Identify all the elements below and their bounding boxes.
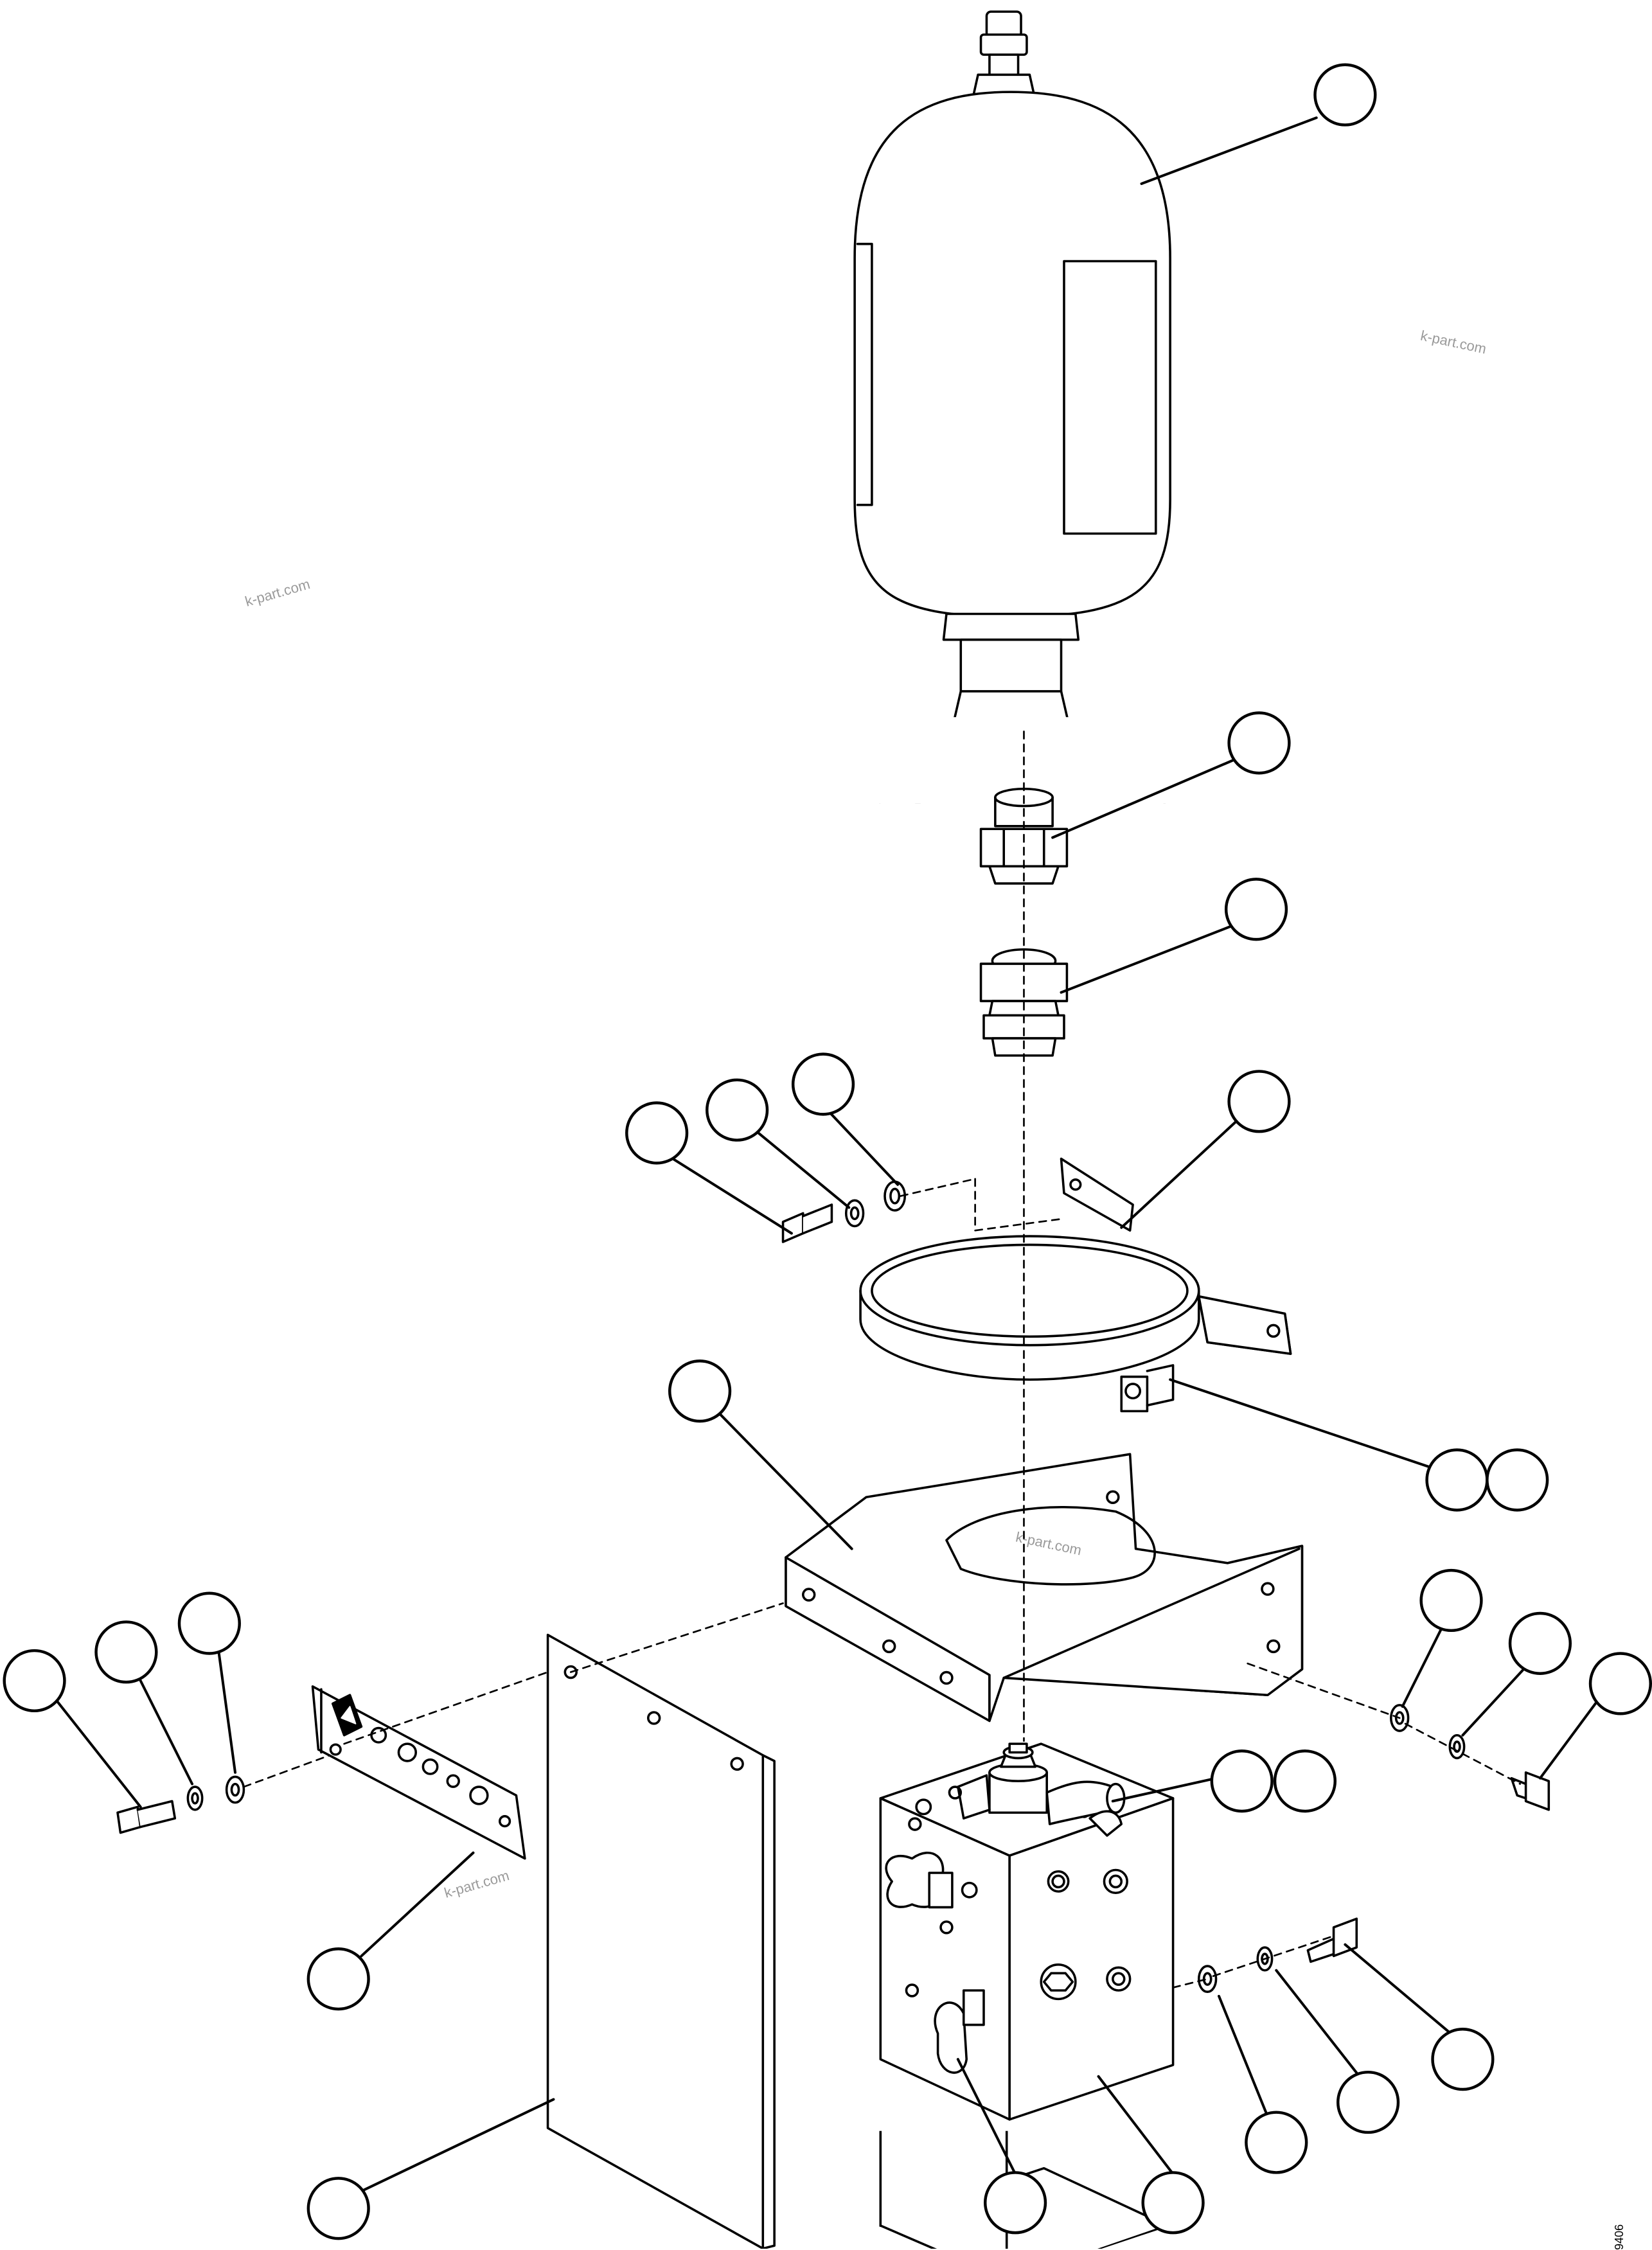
callout-bubble	[983, 2171, 1047, 2235]
callout-leaders	[53, 116, 1599, 2193]
callout-bubble	[1588, 1652, 1652, 1715]
callout-bubble	[1508, 1611, 1572, 1675]
callout-bubble	[625, 1101, 689, 1165]
back-plate	[546, 1633, 776, 2249]
decal-plate	[311, 1685, 526, 1860]
callout-bubble	[306, 2177, 370, 2240]
callout-bubble	[1273, 1750, 1337, 1813]
callout-bubble	[1210, 1750, 1274, 1813]
callout-bubble	[1337, 2070, 1400, 2134]
callout-bubble	[1431, 2028, 1495, 2091]
callout-bubble	[1425, 1448, 1489, 1512]
callout-bubble	[1245, 2111, 1308, 2174]
callout-bubble	[306, 1947, 370, 2011]
callout-bubble	[1313, 63, 1377, 127]
callout-bubble	[668, 1360, 732, 1423]
callout-bubble	[177, 1591, 241, 1655]
assembly-centerlines	[243, 731, 1522, 1989]
bolt-set-clamp	[781, 1180, 907, 1243]
callout-bubble	[791, 1052, 855, 1116]
bracket-redraw	[785, 1453, 1304, 1723]
valve-block-visible	[879, 1742, 1175, 2121]
callout-bubble	[1224, 878, 1288, 941]
bolt-set-right-block	[1197, 1917, 1358, 1994]
callout-bubble	[3, 1649, 66, 1713]
callout-bubble	[1227, 1070, 1291, 1133]
callout-bubble	[1486, 1448, 1549, 1512]
callout-bubble	[1419, 1568, 1483, 1633]
accumulator	[853, 10, 1171, 730]
callout-bubble	[1141, 2171, 1205, 2235]
callout-bubble	[706, 1078, 769, 1142]
bolt-set-left	[116, 1775, 245, 1834]
clamp-redraw	[859, 1157, 1292, 1413]
callout-bubble	[94, 1620, 158, 1684]
callout-bubble	[1227, 711, 1291, 775]
callout-bubbles	[3, 63, 1652, 2240]
bolt-set-right-bracket	[1390, 1704, 1550, 1811]
figure-code: 9406	[1613, 2224, 1626, 2250]
